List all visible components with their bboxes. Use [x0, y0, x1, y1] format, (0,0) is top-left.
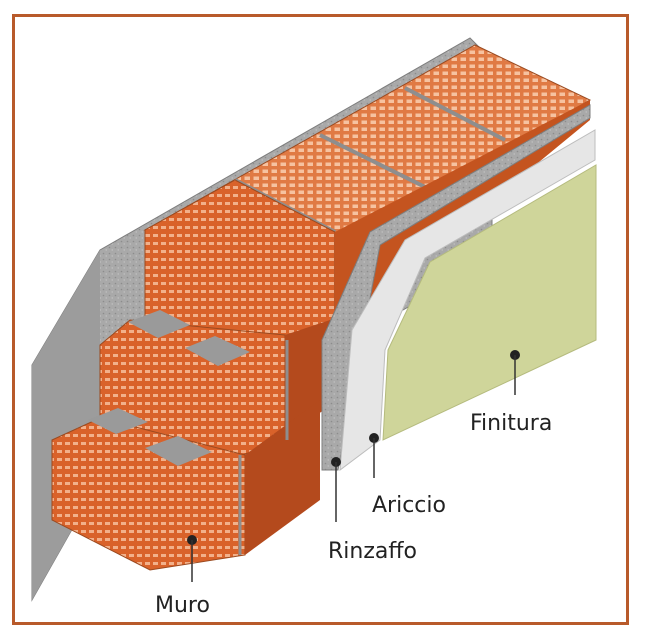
label-rinzaffo: Rinzaffo	[328, 539, 417, 564]
mortar-pad-1	[128, 310, 190, 338]
finitura-layer	[382, 164, 597, 441]
ariccio-layer	[339, 129, 596, 472]
leader-muro	[187, 535, 197, 582]
rinzaffo-layer	[321, 104, 591, 471]
label-ariccio: Ariccio	[372, 493, 446, 518]
back-plaster-edge	[32, 250, 100, 600]
mortar-seam-top-3	[404, 86, 506, 142]
mortar-pad-4	[145, 436, 212, 466]
mortar-pad-3	[88, 408, 148, 434]
leader-ariccio	[369, 433, 379, 478]
mortar-seam-top-2	[319, 133, 426, 189]
label-finitura: Finitura	[470, 411, 552, 436]
brick-lower-side	[245, 400, 320, 555]
mortar-pad-2	[185, 336, 250, 366]
label-muro: Muro	[155, 593, 210, 618]
leader-rinzaffo	[331, 457, 341, 522]
leader-finitura	[510, 350, 520, 395]
